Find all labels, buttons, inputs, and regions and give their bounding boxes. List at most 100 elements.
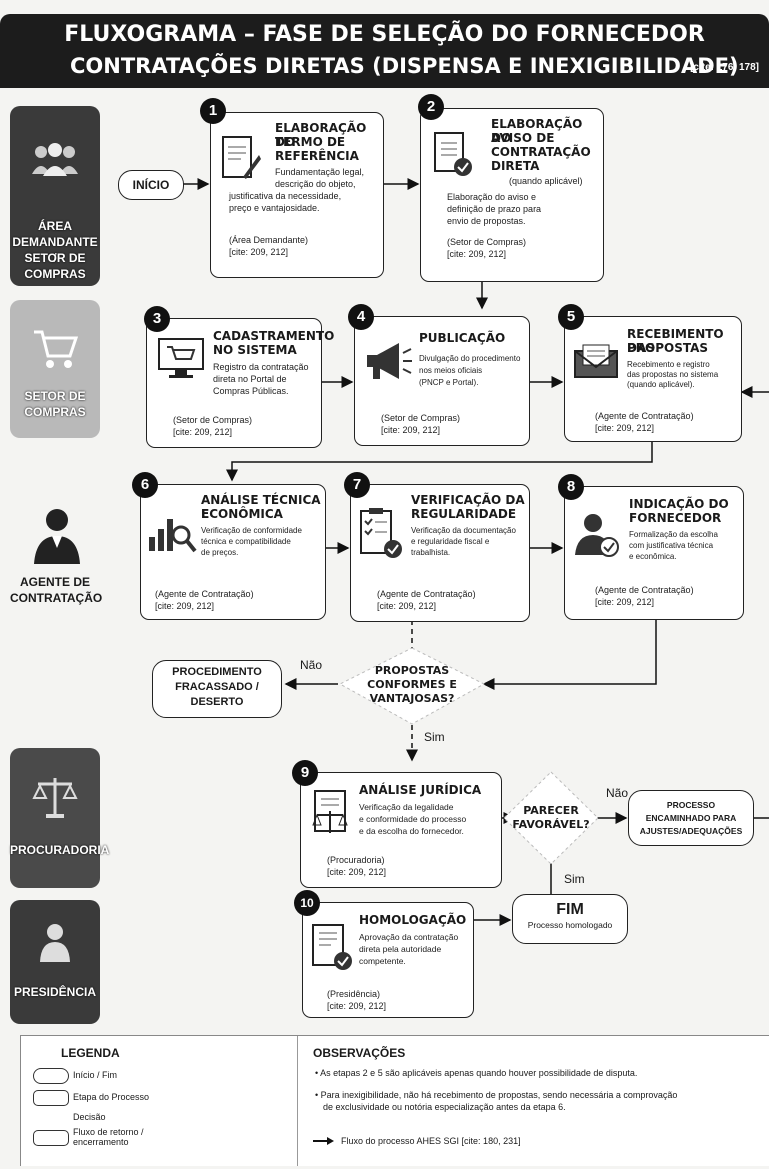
step-desc: Aprovação da contratação: [359, 932, 459, 942]
end-title: FIM: [556, 901, 584, 918]
approval-document-icon: [312, 924, 352, 970]
step-desc: competente.: [359, 956, 406, 966]
step-owner: (Setor de Compras): [381, 413, 461, 423]
terminal-text: DESERTO: [190, 696, 244, 708]
obs-item: • Para inexigibilidade, não há recebimen…: [315, 1090, 678, 1100]
step-title: FORNECEDOR: [629, 511, 722, 525]
step-note: (quando aplicável): [509, 176, 583, 186]
step-desc: Divulgação do procedimento: [419, 354, 521, 363]
step-owner: (Setor de Compras): [173, 415, 253, 425]
legend-item: Decisão: [73, 1112, 106, 1122]
people-group-icon: [32, 143, 78, 176]
step-title: ANÁLISE JURÍDICA: [359, 783, 482, 797]
step-1-box: ELABORAÇÃO DO TERMO DE REFERÊNCIA Fundam…: [210, 112, 384, 278]
legend-swatch-return: [33, 1130, 69, 1146]
lane-label: COMPRAS: [24, 267, 86, 281]
step-5-number: 5: [558, 304, 584, 330]
step-title: REGULARIDADE: [411, 507, 517, 521]
step-title: ELABORAÇÃO DO: [491, 117, 583, 145]
step-desc: preço e vantajosidade.: [229, 203, 320, 213]
step-8-number: 8: [558, 474, 584, 500]
decision1-yes-label: Sim: [424, 730, 445, 744]
computer-cart-icon: [158, 338, 204, 378]
step-desc: das propostas no sistema: [627, 370, 719, 379]
procedimento-fracassado: PROCEDIMENTO FRACASSADO / DESERTO: [152, 660, 282, 718]
step-title: PUBLICAÇÃO: [419, 331, 506, 345]
step-cite: [cite: 209, 212]: [377, 601, 437, 611]
legend-title: LEGENDA: [61, 1046, 120, 1060]
step-6-box: ANÁLISE TÉCNICA E ECONÔMICA Verificação …: [140, 484, 326, 620]
lane-area-demandante: ÁREA DEMANDANTE / SETOR DE COMPRAS: [10, 106, 100, 286]
step-7-number: 7: [344, 472, 370, 498]
step-desc: Verificação de conformidade: [201, 526, 302, 535]
step-owner: (Agente de Contratação): [595, 585, 694, 595]
page-header: FLUXOGRAMA – FASE DE SELEÇÃO DO FORNECED…: [0, 14, 769, 88]
agent-avatar-icon: [34, 509, 80, 564]
legend-panel: LEGENDA Início / Fim Etapa do Processo D…: [20, 1035, 769, 1166]
step-cite: [cite: 209, 212]: [173, 427, 233, 437]
lane-setor-compras: SETOR DE COMPRAS: [10, 300, 100, 438]
supplier-check-icon: [575, 514, 619, 557]
chart-magnifier-icon: [149, 519, 197, 553]
step-1-number: 1: [200, 98, 226, 124]
arrow-right-icon: [313, 1137, 334, 1145]
step-7-box: VERIFICAÇÃO DA REGULARIDADE Verificação …: [350, 484, 530, 622]
obs-item: • As etapas 2 e 5 são aplicáveis apenas …: [315, 1068, 638, 1078]
decision2-no-label: Não: [606, 786, 629, 800]
step-2-box: ELABORAÇÃO DO AVISO DE CONTRATAÇÃO DIRET…: [420, 108, 604, 282]
lane-label: COMPRAS: [24, 405, 86, 419]
step-title: CONTRATAÇÃO: [491, 145, 591, 159]
step-desc: direta pela autoridade: [359, 944, 442, 954]
shopping-cart-icon: [34, 330, 78, 368]
step-desc: (PNCP e Portal).: [419, 378, 479, 387]
envelope-icon: [574, 344, 618, 378]
header-cite: [cite: 176, 178]: [690, 62, 759, 73]
obs-title: OBSERVAÇÕES: [313, 1046, 406, 1060]
lane-agente-label-2: CONTRATAÇÃO: [10, 591, 103, 605]
step-cite: [cite: 209, 212]: [327, 1001, 387, 1011]
document-pen-icon: [222, 136, 261, 179]
step-owner: (Presidência): [327, 989, 381, 999]
step-cite: [cite: 209, 212]: [595, 597, 655, 607]
terminal-text: ENCAMINHADO PARA: [645, 813, 737, 823]
step-owner: (Agente de Contratação): [377, 589, 476, 599]
step-desc: descrição do objeto,: [275, 179, 356, 189]
decision1-no-label: Não: [300, 658, 323, 672]
step-desc: com justificativa técnica: [629, 541, 714, 550]
step-8-box: INDICAÇÃO DO FORNECEDOR Formalização da …: [564, 486, 744, 620]
clipboard-check-icon: [434, 132, 472, 176]
step-desc: definição de prazo para: [447, 204, 542, 214]
megaphone-icon: [367, 343, 412, 379]
step-10-number: 10: [294, 890, 320, 916]
terminal-text: FRACASSADO /: [175, 681, 259, 693]
step-9-number: 9: [292, 760, 318, 786]
end-subtitle: Processo homologado: [527, 920, 613, 930]
terminal-text: AJUSTES/ADEQUAÇÕES: [639, 826, 743, 836]
step-desc: nos meios oficiais: [419, 366, 483, 375]
legend-divider: [297, 1036, 298, 1166]
step-5-box: RECEBIMENTO DAS PROPOSTAS Recebimento e …: [564, 316, 742, 442]
decision-text: VANTAJOSAS?: [369, 692, 455, 705]
step-desc: e conformidade do processo: [359, 814, 467, 824]
page-subtitle: CONTRATAÇÕES DIRETAS (DISPENSA E INEXIGI…: [70, 54, 739, 78]
step-desc: direta no Portal de: [213, 374, 287, 384]
step-cite: [cite: 209, 212]: [155, 601, 215, 611]
legend-swatch-terminal: [33, 1068, 69, 1084]
decision-parecer: PARECER FAVORÁVEL?: [508, 804, 594, 832]
step-desc: Verificação da documentação: [411, 526, 516, 535]
decision-propostas: PROPOSTAS CONFORMES E VANTAJOSAS?: [348, 664, 476, 706]
step-owner: (Procuradoria): [327, 855, 385, 865]
step-desc: Elaboração do aviso e: [447, 192, 537, 202]
end-terminal: FIM Processo homologado: [512, 894, 628, 944]
legend-swatch-step: [33, 1090, 69, 1106]
step-desc: e regularidade fiscal e: [411, 537, 490, 546]
step-cite: [cite: 209, 212]: [229, 247, 289, 257]
step-title: AVISO DE: [491, 131, 555, 145]
decision-text: CONFORMES E: [367, 678, 457, 691]
step-4-number: 4: [348, 304, 374, 330]
decision-text: FAVORÁVEL?: [512, 818, 590, 831]
step-title: ECONÔMICA: [201, 507, 283, 521]
terminal-text: PROCEDIMENTO: [172, 666, 262, 678]
step-owner: (Agente de Contratação): [155, 589, 254, 599]
step-title: VERIFICAÇÃO DA: [411, 493, 525, 507]
